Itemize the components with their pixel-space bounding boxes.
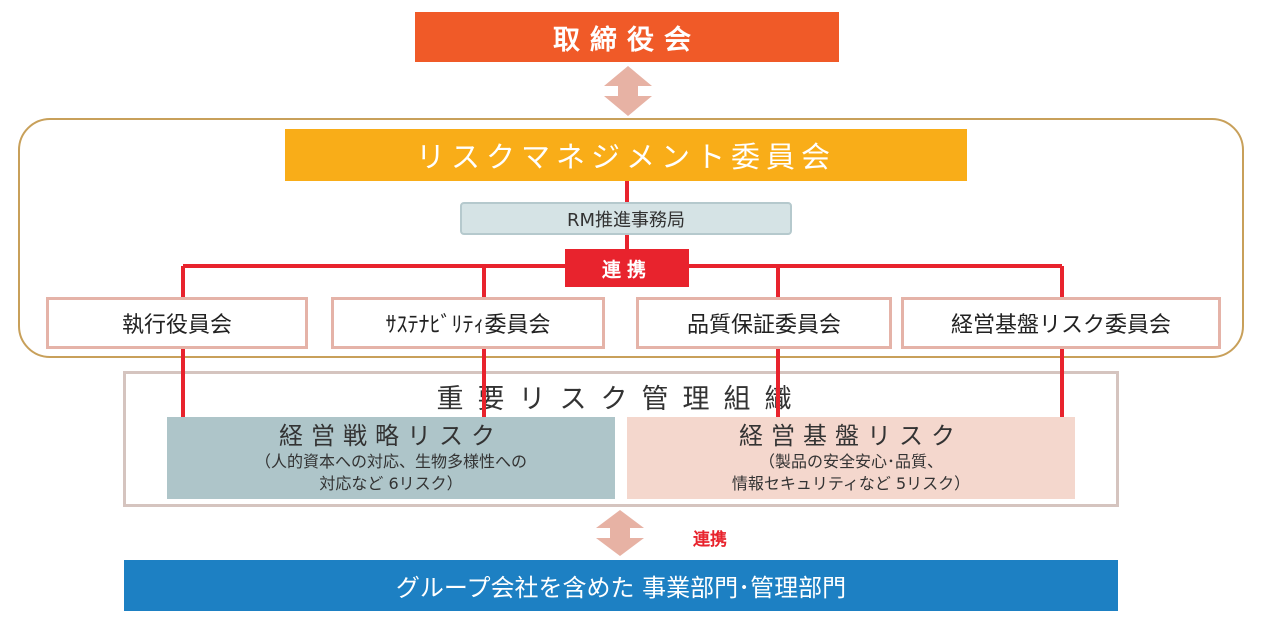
major-risk-org-title: 重要リスク管理組織	[436, 383, 806, 415]
coordination-tag: 連携	[565, 249, 689, 287]
board-of-directors-box: 取締役会	[415, 12, 839, 62]
strategic-risk-desc-line1: （人的資本への対応、生物多様性への	[254, 452, 527, 471]
foundation-risk-box: 経営基盤リスク （製品の安全安心･品質、 情報セキュリティなど 5リスク）	[627, 417, 1075, 499]
strategic-risk-box: 経営戦略リスク （人的資本への対応、生物多様性への 対応など 6リスク）	[167, 417, 615, 499]
coordination-label-bottom: 連携	[693, 529, 727, 550]
strategic-risk-title: 経営戦略リスク	[279, 422, 503, 450]
risk-management-committee-box: リスクマネジメント委員会	[285, 129, 967, 181]
foundation-risk-desc-line1: （製品の安全安心･品質、	[758, 452, 943, 471]
sustainability-committee-box: ｻｽﾃﾅﾋﾞﾘﾃｨ委員会	[331, 297, 605, 349]
executive-officers-committee-box: 執行役員会	[46, 297, 308, 349]
foundation-risk-desc-line2: 情報セキュリティなど 5リスク）	[731, 474, 971, 493]
quality-assurance-committee-box: 品質保証委員会	[636, 297, 892, 349]
business-divisions-bar: グループ会社を含めた 事業部門･管理部門	[124, 560, 1118, 611]
double-arrow-top	[604, 66, 652, 116]
business-foundation-risk-committee-box: 経営基盤リスク委員会	[901, 297, 1221, 349]
rm-office-box: RM推進事務局	[460, 202, 792, 235]
foundation-risk-title: 経営基盤リスク	[739, 422, 963, 450]
strategic-risk-desc-line2: 対応など 6リスク）	[319, 474, 463, 493]
rm-group-outline	[18, 118, 1244, 358]
double-arrow-bottom	[596, 510, 644, 556]
